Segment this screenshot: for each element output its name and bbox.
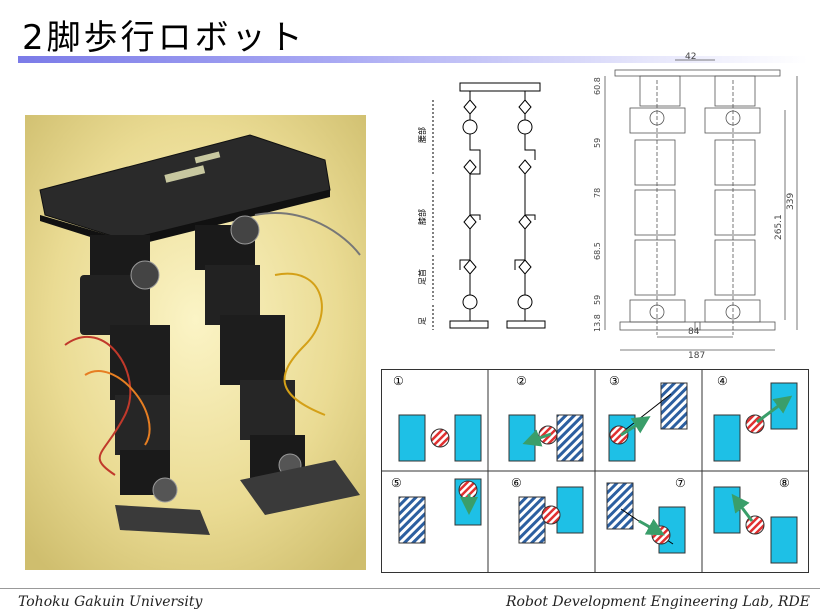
gait-step-3: ③: [608, 374, 688, 462]
dimension-drawing: 42 60.8 59 78 68.5 59 13.8 265.1 339 84 …: [593, 52, 798, 360]
dim-5: 59: [593, 295, 602, 305]
robot-photo: [25, 115, 366, 570]
gait-step-5: ⑤: [391, 476, 482, 544]
dim-top-width: 42: [685, 52, 696, 62]
gait-step-4: ④: [713, 374, 798, 462]
dim-4: 68.5: [593, 242, 602, 260]
label-knee: 膝部: [417, 209, 427, 225]
gait-step-1: ①: [393, 374, 482, 462]
gait-steps-grid: ① ② ③ ④ ⑤ ⑥: [381, 369, 809, 573]
leg-structure-diagram: 腰部 膝部 足首 足: [417, 82, 546, 330]
dim-3: 78: [593, 188, 602, 198]
gait-step-8: ⑧: [713, 476, 798, 564]
label-foot: 足: [418, 317, 427, 325]
dim-1: 60.8: [593, 77, 602, 95]
step-number: ⑤: [391, 476, 402, 490]
step-number: ④: [717, 374, 728, 388]
page-title: 2脚歩行ロボット: [22, 18, 306, 58]
step-number: ⑥: [511, 476, 522, 490]
dim-6: 13.8: [593, 314, 602, 332]
footer-university: Tohoku Gakuin University: [18, 594, 203, 610]
step-number: ⑧: [779, 476, 790, 490]
gait-step-7: ⑦: [606, 476, 686, 554]
dim-total-width: 187: [688, 351, 705, 360]
step-number: ⑦: [675, 476, 686, 490]
dim-foot-spacing: 84: [688, 327, 700, 337]
gait-step-2: ②: [508, 374, 584, 462]
dim-total-height: 339: [786, 193, 796, 210]
label-ankle: 足首: [417, 269, 427, 285]
dim-2: 59: [593, 138, 602, 148]
footer-divider: [0, 588, 820, 589]
step-number: ③: [609, 374, 620, 388]
title-underline: [18, 56, 808, 63]
step-number: ②: [516, 374, 527, 388]
step-number: ①: [393, 374, 404, 388]
dim-inner-height: 265.1: [774, 214, 784, 240]
gait-step-6: ⑥: [511, 476, 584, 544]
footer-lab: Robot Development Engineering Lab, RDE: [505, 594, 810, 610]
label-waist: 腰部: [417, 127, 427, 143]
